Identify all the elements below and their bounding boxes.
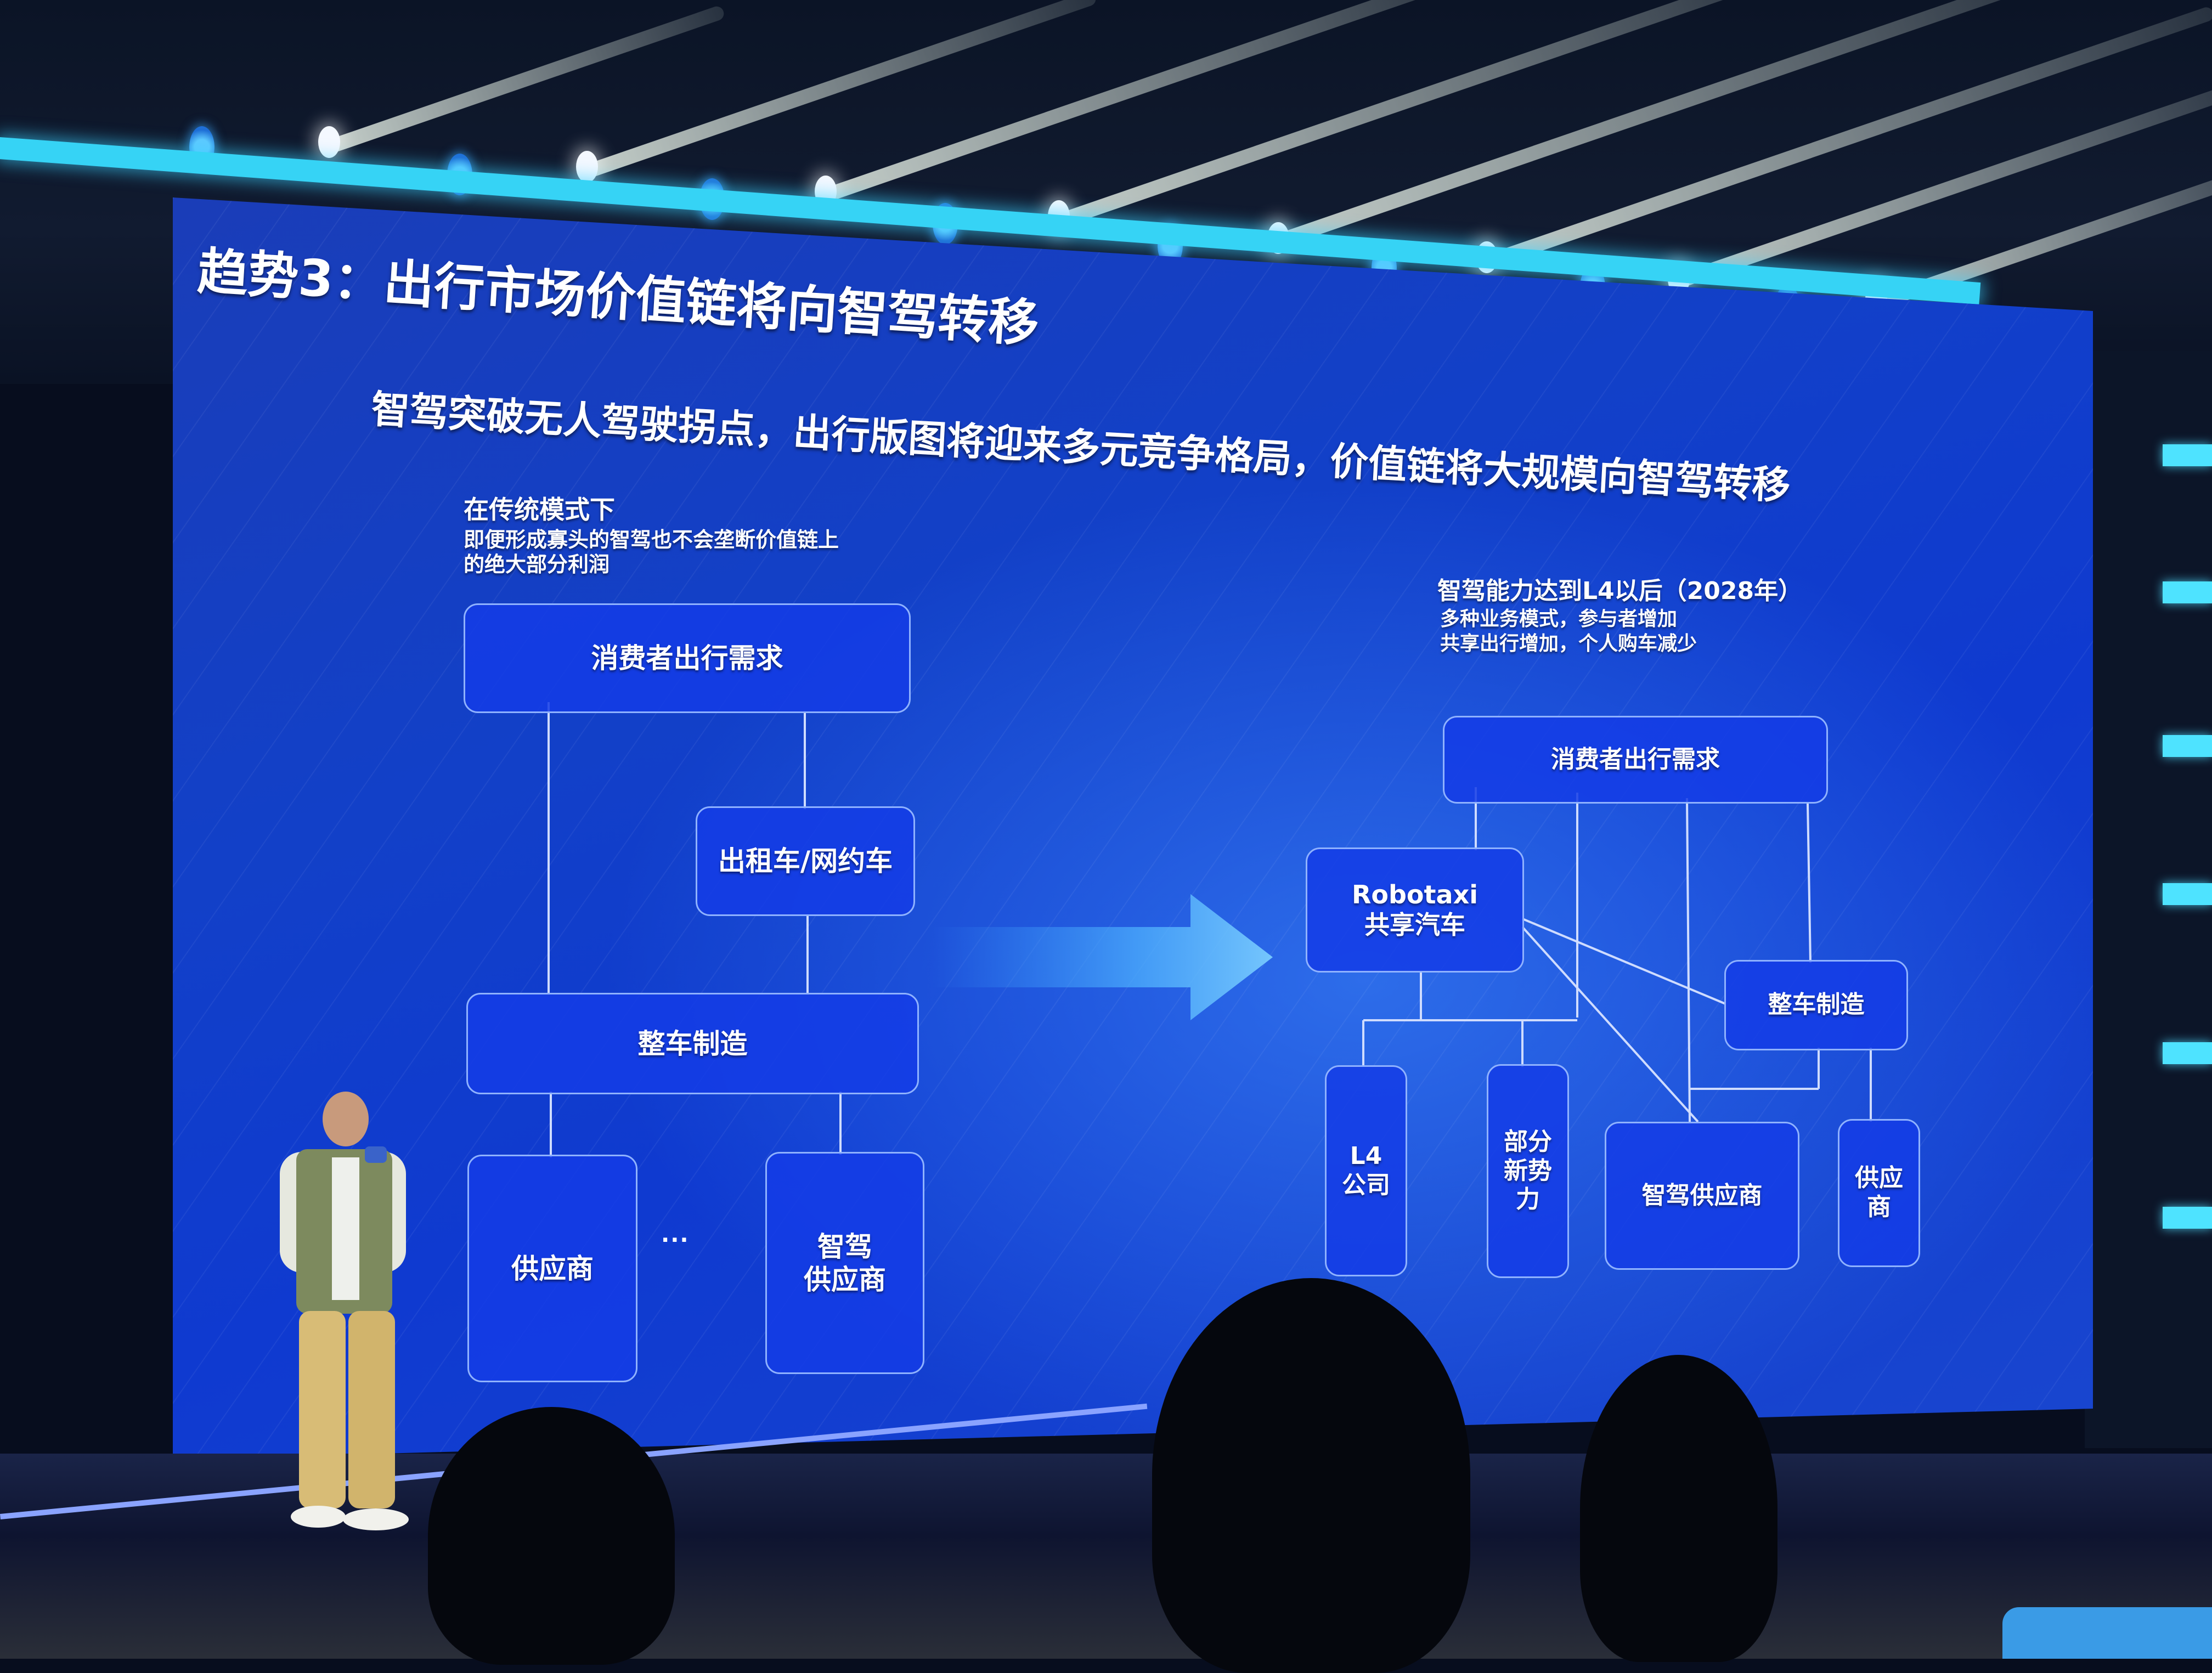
left-panel-heading: 在传统模式下 bbox=[464, 495, 615, 524]
right-panel-heading: 智驾能力达到L4以后（2028年） bbox=[1437, 577, 1803, 605]
ellipsis-more-suppliers: ··· bbox=[661, 1228, 690, 1253]
left-node-consumer-demand: 消费者出行需求 bbox=[464, 603, 911, 713]
cyan-light-bar bbox=[2163, 883, 2212, 905]
stage-spotlight bbox=[318, 126, 340, 158]
audience-seats bbox=[2002, 1607, 2212, 1659]
connector-line bbox=[804, 713, 806, 809]
presenter-figure bbox=[280, 1092, 409, 1530]
audience-head bbox=[1152, 1278, 1470, 1673]
connector-line bbox=[550, 1092, 552, 1157]
transition-arrow-icon bbox=[933, 894, 1273, 1020]
right-panel-description-line1: 多种业务模式，参与者增加 bbox=[1440, 608, 1678, 630]
right-node-robotaxi: Robotaxi 共享汽车 bbox=[1306, 847, 1524, 973]
right-node-consumer-demand: 消费者出行需求 bbox=[1443, 716, 1828, 804]
right-node-adas-supplier: 智驾供应商 bbox=[1605, 1122, 1799, 1270]
lighting-tower bbox=[2085, 351, 2212, 1448]
cyan-light-bar bbox=[2163, 581, 2212, 603]
left-panel-description-line1: 即便形成寡头的智驾也不会垄断价值链上 bbox=[464, 528, 839, 552]
left-node-adas-supplier: 智驾 供应商 bbox=[765, 1152, 924, 1374]
right-node-supplier: 供应 商 bbox=[1838, 1119, 1920, 1267]
connector-line bbox=[806, 916, 809, 993]
stage-spotlight bbox=[576, 151, 598, 183]
left-panel-description-line2: 的绝大部分利润 bbox=[464, 552, 610, 576]
cyan-light-bar bbox=[2163, 444, 2212, 466]
cyan-light-bar bbox=[2163, 1042, 2212, 1064]
connector-line bbox=[839, 1092, 842, 1155]
cyan-light-bar bbox=[2163, 735, 2212, 757]
left-node-vehicle-manufacturing: 整车制造 bbox=[466, 993, 919, 1094]
left-node-supplier: 供应商 bbox=[467, 1155, 637, 1382]
cyan-light-bar bbox=[2163, 1207, 2212, 1229]
left-node-taxi-ridehailing: 出租车/网约车 bbox=[696, 806, 915, 916]
right-node-new-forces: 部分 新势 力 bbox=[1487, 1064, 1569, 1278]
audience-head bbox=[1580, 1355, 1778, 1662]
connector-line bbox=[548, 702, 550, 993]
audience-head bbox=[428, 1407, 675, 1665]
right-node-l4-company: L4 公司 bbox=[1325, 1065, 1407, 1276]
right-panel-description-line2: 共享出行增加，个人购车减少 bbox=[1440, 632, 1697, 655]
right-node-vehicle-manufacturing: 整车制造 bbox=[1724, 960, 1908, 1050]
